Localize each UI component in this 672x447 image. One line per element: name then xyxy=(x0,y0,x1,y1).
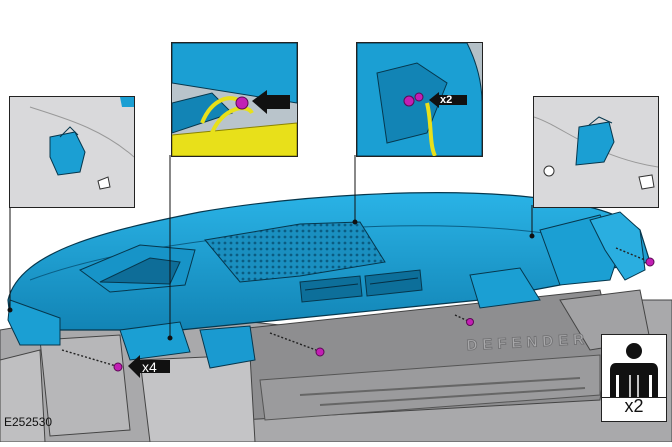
inset-connector xyxy=(171,42,298,157)
fasteners xyxy=(61,247,655,372)
persons-required-box: x2 xyxy=(601,334,667,422)
left-bracket-detail xyxy=(10,97,134,207)
connector-detail xyxy=(172,43,297,156)
fastener-count-label: x4 xyxy=(142,359,157,375)
right-bracket-detail xyxy=(534,97,658,207)
bolt-count-label: x2 xyxy=(440,94,453,106)
fastener-count-callout xyxy=(128,355,170,378)
leader-lines xyxy=(7,155,535,341)
instrument-panel-top xyxy=(7,192,651,369)
inset-right-bracket xyxy=(533,96,659,208)
figure-id: E252530 xyxy=(4,415,53,429)
inset-left-bracket xyxy=(9,96,135,208)
bolts-detail xyxy=(357,43,482,156)
persons-count-label: x2 xyxy=(624,396,644,416)
inset-bolts xyxy=(356,42,483,157)
person-icon xyxy=(610,343,658,397)
